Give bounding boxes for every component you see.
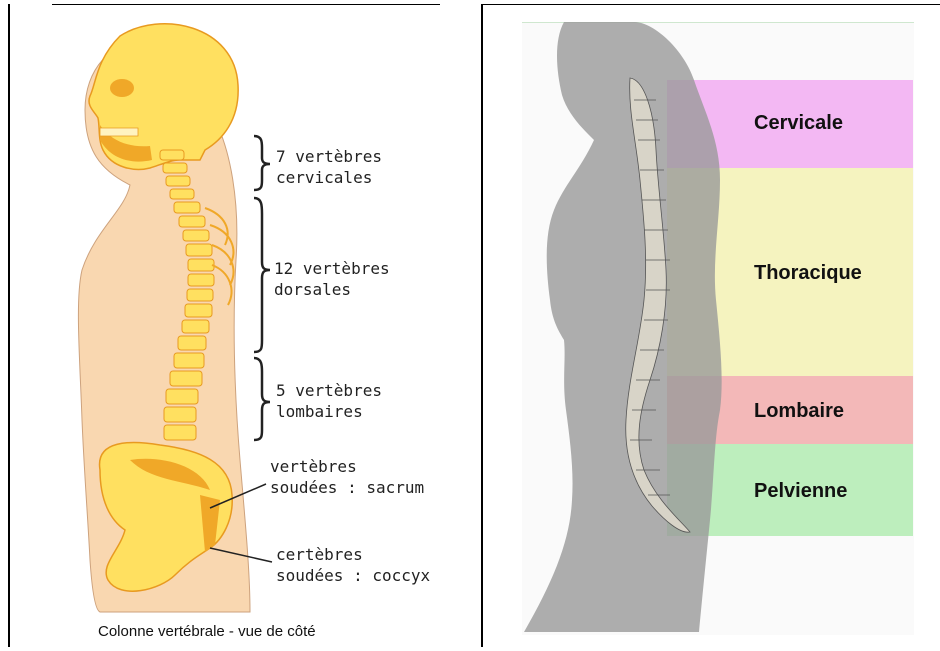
cervical-label-line2: cervicales bbox=[276, 167, 382, 188]
human-silhouette bbox=[524, 22, 722, 632]
cervical-label: 7 vertèbres cervicales bbox=[276, 146, 382, 188]
dorsal-label-line1: 12 vertèbres bbox=[274, 258, 390, 279]
label-thoracique: Thoracique bbox=[754, 262, 862, 285]
lumbar-label: 5 vertèbres lombaires bbox=[276, 380, 382, 422]
eye-socket bbox=[110, 79, 134, 97]
silhouette-drawing bbox=[484, 0, 940, 647]
coccyx-label: certèbres soudées : coccyx bbox=[276, 544, 430, 586]
sacrum-label: vertèbres soudées : sacrum bbox=[270, 456, 424, 498]
spine-regions-diagram: Cervicale Thoracique Lombaire Pelvienne bbox=[484, 0, 940, 647]
dorsal-label: 12 vertèbres dorsales bbox=[274, 258, 390, 300]
braces bbox=[254, 136, 270, 440]
label-lombaire: Lombaire bbox=[754, 400, 844, 423]
sacrum-label-line1: vertèbres bbox=[270, 456, 424, 477]
sacrum-label-line2: soudées : sacrum bbox=[270, 477, 424, 498]
label-pelvienne: Pelvienne bbox=[754, 480, 847, 503]
cervical-label-line1: 7 vertèbres bbox=[276, 146, 382, 167]
figure-caption: Colonne vertébrale - vue de côté bbox=[98, 623, 316, 640]
lumbar-label-line1: 5 vertèbres bbox=[276, 380, 382, 401]
lateral-spine-illustration: 7 vertèbres cervicales 12 vertèbres dors… bbox=[0, 0, 482, 647]
coccyx-label-line1: certèbres bbox=[276, 544, 430, 565]
lumbar-label-line2: lombaires bbox=[276, 401, 382, 422]
label-cervicale: Cervicale bbox=[754, 112, 843, 135]
coccyx-label-line2: soudées : coccyx bbox=[276, 565, 430, 586]
teeth bbox=[100, 128, 138, 136]
dorsal-label-line2: dorsales bbox=[274, 279, 390, 300]
